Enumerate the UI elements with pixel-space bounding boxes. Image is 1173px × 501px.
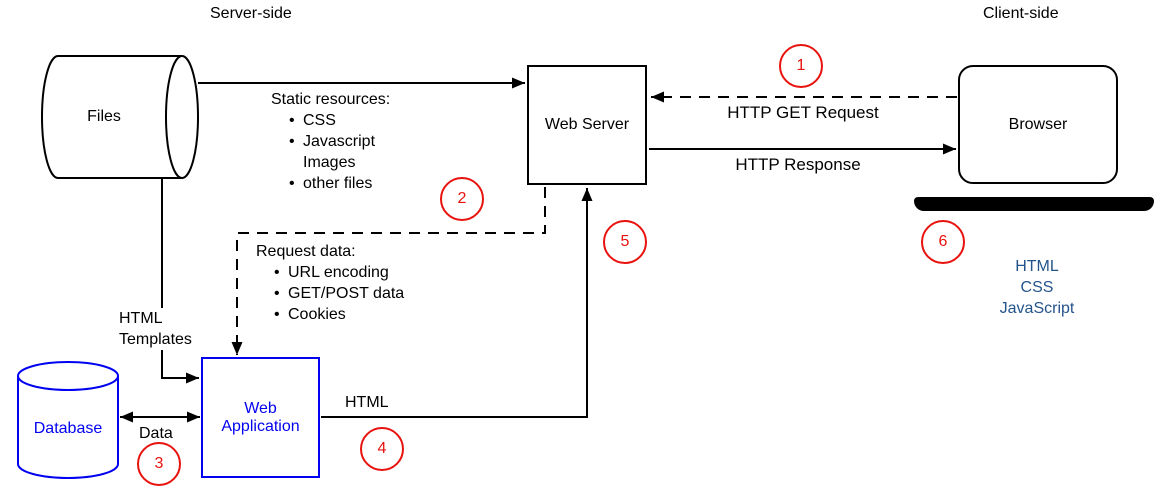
web-application-label-line1: Web (244, 399, 277, 417)
html-templates-line2: Templates (119, 331, 192, 348)
html-templates-label: HTML Templates (119, 308, 192, 350)
client-side-title: Client-side (983, 5, 1059, 22)
step-badge-2: 2 (440, 177, 484, 221)
html-templates-line1: HTML (119, 310, 163, 327)
bullet-glyph: • (274, 285, 280, 302)
static-resources-item: • Javascript (271, 131, 390, 152)
client-stack-item: JavaScript (999, 300, 1075, 317)
bullet-glyph: • (274, 264, 280, 281)
arrow-files-to-webapp (161, 178, 199, 384)
bullet-glyph: • (289, 175, 295, 192)
bullet-glyph: • (289, 133, 295, 150)
static-resources-item: Images (271, 152, 390, 173)
database-label: Database (33, 420, 103, 437)
laptop-base-bar (914, 197, 1154, 211)
request-data-item: • GET/POST data (256, 283, 404, 304)
files-label: Files (87, 108, 121, 125)
step-badge-5: 5 (603, 220, 647, 264)
static-resources-item: • other files (271, 173, 390, 194)
static-resources-item: • CSS (271, 110, 390, 131)
static-resources-item-text: CSS (303, 112, 336, 129)
static-resources-item-text: other files (303, 175, 373, 192)
static-resources-item-text: Images (303, 154, 356, 171)
web-application-node: Web Application (201, 357, 320, 478)
static-resources-title: Static resources: (271, 91, 391, 108)
bullet-glyph: • (289, 112, 295, 129)
static-resources-note: Static resources: • CSS • Javascript Ima… (271, 89, 391, 194)
request-data-item-text: Cookies (288, 306, 346, 323)
arrow-webserver-to-webapp-dashed (231, 187, 546, 355)
client-stack-item: HTML (1015, 258, 1059, 275)
request-data-note: Request data: • URL encoding • GET/POST … (256, 241, 405, 325)
request-data-item-text: GET/POST data (288, 285, 405, 302)
request-data-item: • Cookies (256, 304, 404, 325)
request-data-item: • URL encoding (256, 262, 404, 283)
client-stack-list: HTML CSS JavaScript (987, 256, 1087, 319)
http-get-request-label: HTTP GET Request (713, 103, 893, 123)
bullet-glyph: • (274, 306, 280, 323)
html-edge-label: HTML (345, 392, 389, 413)
browser-label: Browser (1008, 115, 1068, 133)
files-cylinder (41, 55, 199, 179)
database-cylinder (17, 361, 119, 479)
step-badge-6: 6 (921, 220, 965, 264)
data-edge-label: Data (139, 423, 173, 444)
web-server-label: Web Server (544, 116, 630, 133)
step-badge-3: 3 (137, 442, 181, 486)
web-application-label-line2: Application (221, 417, 300, 435)
web-server-node: Web Server (527, 65, 647, 185)
bullet-glyph (289, 152, 303, 173)
client-stack-item: CSS (1020, 279, 1054, 296)
arrow-webapp-to-webserver (321, 188, 593, 418)
request-data-item-text: URL encoding (288, 264, 389, 281)
step-badge-4: 4 (360, 427, 404, 471)
server-side-title: Server-side (210, 5, 292, 22)
http-response-label: HTTP Response (718, 155, 878, 175)
request-data-title: Request data: (256, 243, 356, 260)
step-badge-1: 1 (779, 44, 823, 88)
static-resources-item-text: Javascript (303, 133, 376, 150)
browser-node: Browser (958, 65, 1118, 184)
web-application-label: Web Application (221, 400, 299, 436)
